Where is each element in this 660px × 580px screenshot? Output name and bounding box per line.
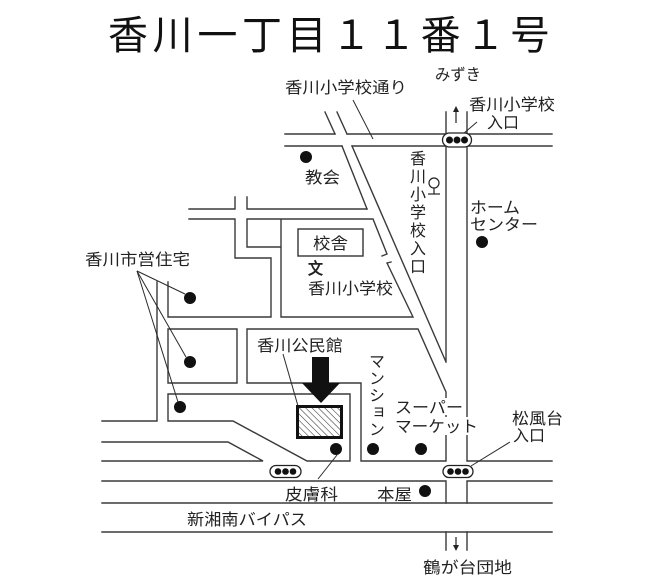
label-bookstore: 本屋 (377, 485, 412, 504)
main-road (101, 480, 553, 504)
school-building-box (297, 228, 364, 257)
label-home-center-line1: ホーム (470, 198, 520, 217)
road-to-tsurugadai (445, 531, 468, 551)
label-school-entrance-line1: 香川小学校 (469, 95, 555, 114)
west-street (167, 196, 415, 318)
bookstore-marker-icon (419, 485, 431, 497)
bus-stop-icon (428, 177, 440, 195)
leader-school-entrance (462, 121, 478, 135)
traffic-signal-icon (442, 464, 474, 479)
label-home-center-line2: センター (470, 215, 538, 234)
arrow-up-icon (453, 106, 459, 123)
label-school-building: 校舎 (313, 234, 348, 253)
mansion-marker-icon (367, 443, 379, 455)
dermatology-marker-icon (330, 443, 342, 455)
leader-school-street (352, 99, 374, 140)
map-labels: みずき 香川小学校通り 香川小学校 入口 教会 ホーム センター 校舎 文 香川… (85, 65, 563, 577)
leader-community-hall (282, 353, 299, 407)
diagonal-road-west-edge (341, 145, 368, 210)
leader-lines (136, 99, 511, 480)
label-dermatology: 皮膚科 (285, 485, 338, 504)
leader-shofudai (470, 441, 511, 467)
housing-marker-icon (174, 401, 186, 413)
label-mizuki: みずき (435, 65, 481, 84)
label-community-hall: 香川公民館 (257, 336, 343, 355)
label-school-street: 香川小学校通り (285, 78, 407, 97)
label-supermarket-line2: マーケット (395, 417, 478, 436)
label-bypass: 新湘南バイパス (187, 510, 307, 529)
leader-housing-3 (136, 270, 179, 403)
municipal-housing-middle-block (167, 328, 238, 384)
label-church: 教会 (305, 168, 340, 187)
traffic-signal-icon (269, 464, 302, 479)
label-school-entrance-line2: 入口 (487, 113, 519, 132)
housing-marker-icon (184, 292, 196, 304)
lower-block (167, 393, 351, 462)
leader-housing-1 (136, 270, 186, 295)
school-street-north-section (324, 111, 348, 135)
page-title: 香川一丁目１１番１号 (108, 13, 550, 59)
label-background (392, 417, 480, 435)
school-icon: 文 (308, 259, 324, 278)
landmark-markers (174, 151, 488, 497)
traffic-signal-icon (441, 132, 473, 148)
label-school-entrance-bus-stop: 香川小学校入口 (407, 150, 426, 276)
left-road (101, 281, 158, 422)
leader-dermatology (317, 454, 338, 480)
label-school-name: 香川小学校 (308, 279, 393, 298)
home-center-marker-icon (476, 236, 488, 248)
label-shofudai-line2: 入口 (513, 426, 545, 445)
label-municipal-housing: 香川市営住宅 (85, 250, 190, 269)
church-marker-icon (300, 151, 312, 163)
road-network (101, 111, 553, 551)
destination-arrow-icon (302, 357, 340, 403)
label-tsurugadai: 鶴が台団地 (423, 558, 512, 577)
side-strip (101, 441, 264, 462)
label-background (392, 398, 465, 415)
label-mansion: マンション (366, 353, 385, 438)
supermarket-marker-icon (415, 443, 427, 455)
mizuki-road-east-edge (466, 145, 553, 462)
arrow-down-icon (453, 537, 459, 551)
housing-marker-icon (184, 356, 196, 368)
shin-shonan-bypass (101, 502, 553, 533)
diagonal-road-east-edge (351, 145, 447, 363)
hatched-building-icon (296, 405, 343, 439)
leader-housing-2 (136, 270, 187, 358)
label-shofudai-line1: 松風台 (512, 409, 563, 428)
label-supermarket-line1: スーパー (395, 398, 463, 417)
